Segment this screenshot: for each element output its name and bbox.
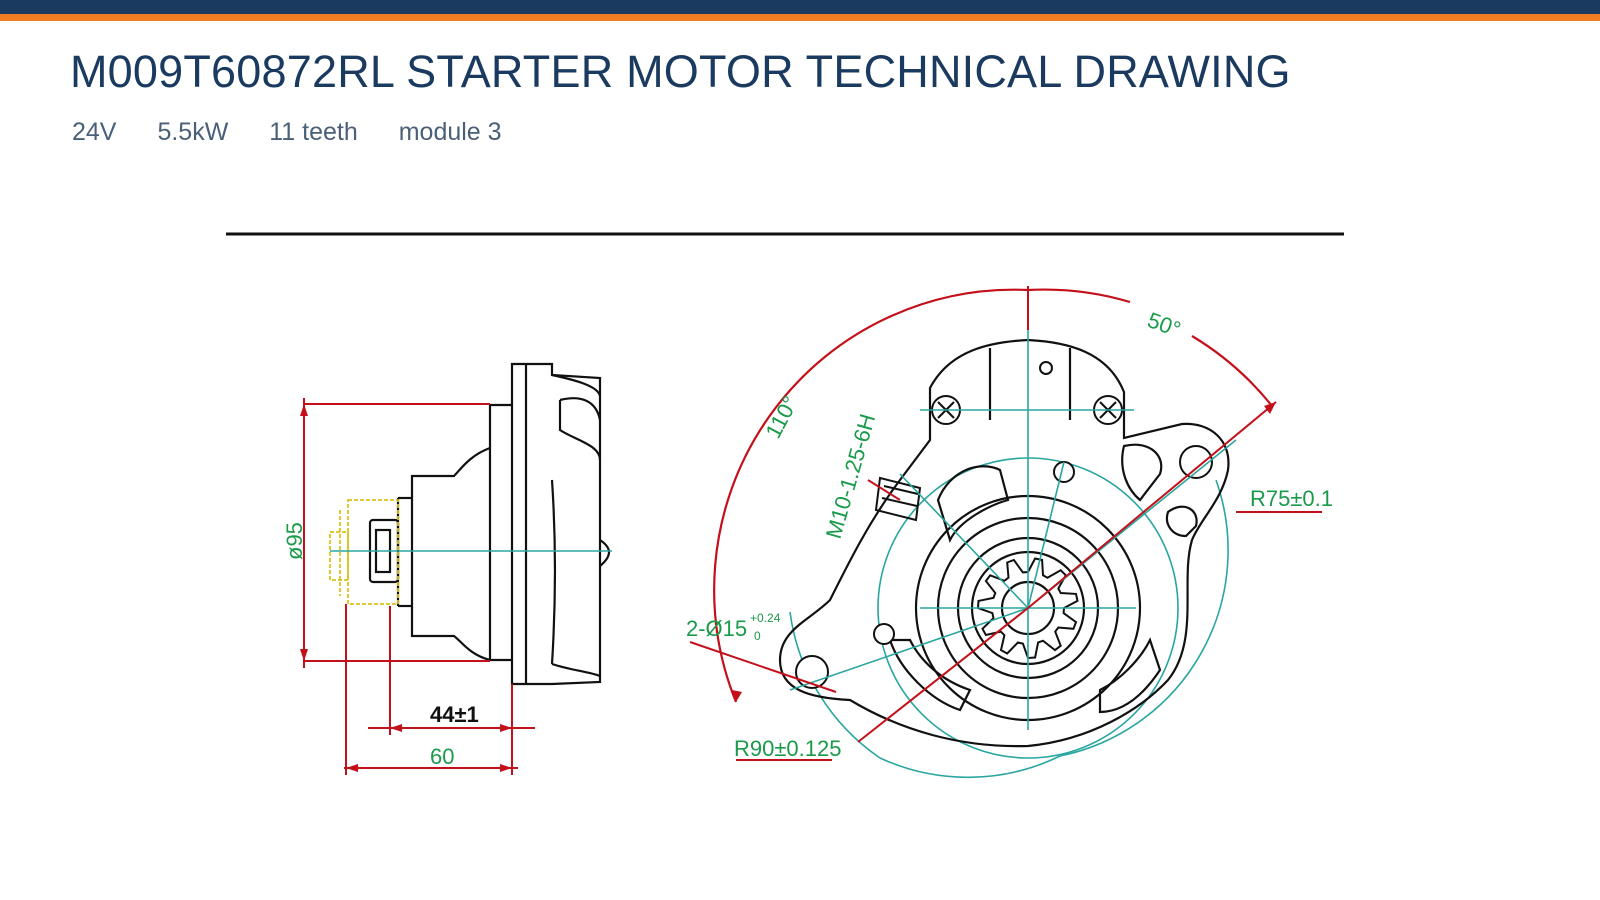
radius-90-label: R90±0.125 <box>734 736 842 761</box>
side-dim-arrows <box>300 404 512 772</box>
spec-teeth: 11 teeth <box>269 118 358 146</box>
front-radius-arcs <box>713 288 1273 703</box>
spec-module: module 3 <box>398 118 502 146</box>
side-view <box>368 362 611 686</box>
pinion-outline <box>329 499 399 605</box>
spec-list: 24V 5.5kW 11 teeth module 3 <box>72 118 536 147</box>
front-housing <box>778 338 1230 748</box>
diameter-label: ø95 <box>282 522 307 560</box>
front-bolt-circles <box>789 457 1229 779</box>
top-brand-bar <box>0 0 1600 14</box>
holes-tol-upper: +0.24 <box>750 611 781 625</box>
length-60-label: 60 <box>430 744 454 769</box>
holes-label: 2-Ø15 <box>686 616 747 641</box>
side-dimensions <box>303 398 535 775</box>
length-44-label: 44±1 <box>430 702 479 727</box>
front-leaders <box>689 286 1322 761</box>
spec-power: 5.5kW <box>157 118 229 146</box>
angle-50-label: 50° <box>1144 307 1184 342</box>
page-title: M009T60872RL STARTER MOTOR TECHNICAL DRA… <box>70 46 1291 97</box>
front-dim-arrows <box>732 402 1276 702</box>
radius-75-label: R75±0.1 <box>1250 486 1333 511</box>
spec-voltage: 24V <box>72 118 117 146</box>
holes-tol-lower: 0 <box>754 629 761 643</box>
top-accent-stripe <box>0 14 1600 21</box>
angle-110-label: 110° <box>760 392 803 442</box>
threaded-stud <box>874 476 922 522</box>
front-centerlines <box>789 330 1237 730</box>
